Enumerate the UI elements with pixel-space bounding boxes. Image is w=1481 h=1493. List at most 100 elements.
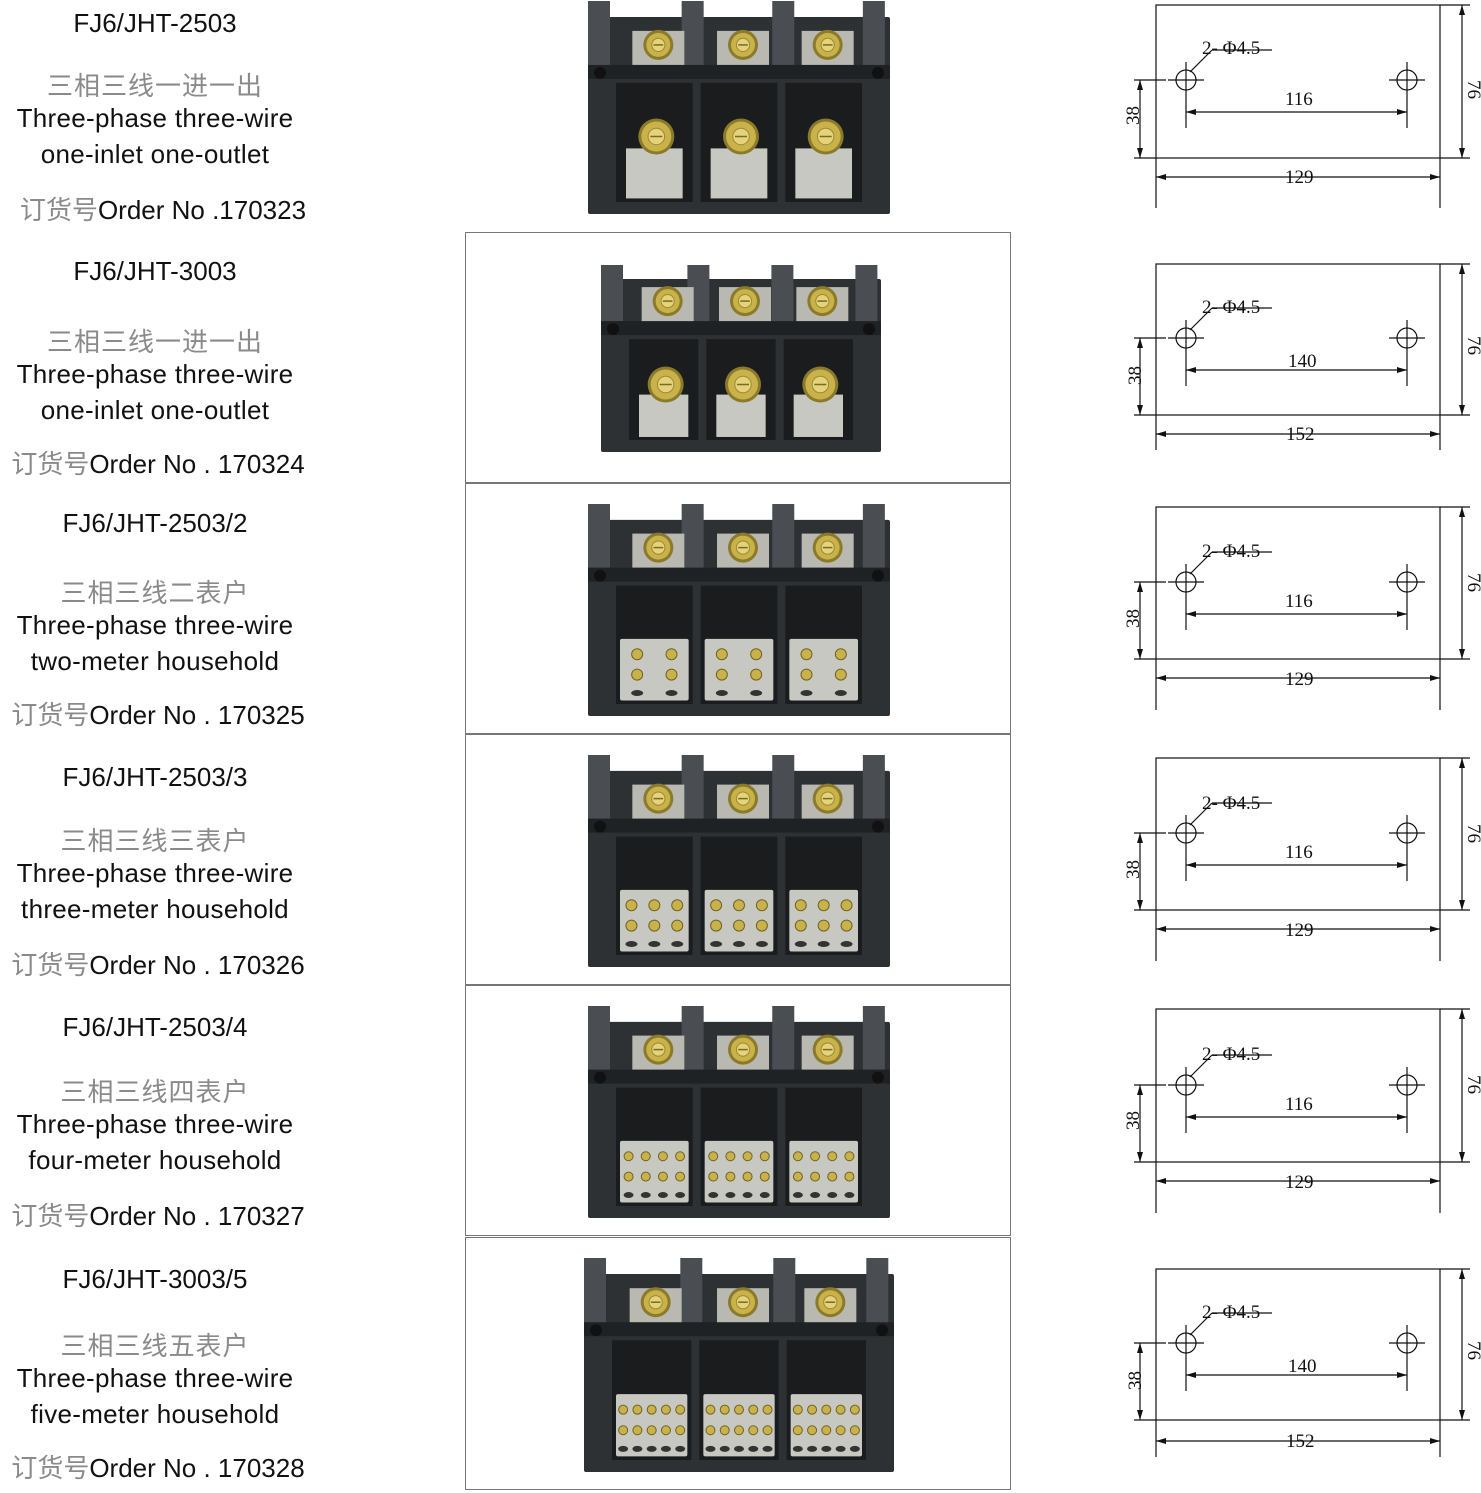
dimension-drawing: 2- Φ4.5 116 129 76 38 <box>1110 0 1481 251</box>
set-screw-icon <box>835 1404 846 1415</box>
wire-hole-icon <box>794 941 807 948</box>
arrow-icon <box>1430 431 1440 437</box>
dimension-drawing-svg: 2- Φ4.5 116 129 76 38 <box>1123 757 1481 961</box>
product-row: FJ6/JHT-3003/5 三相三线五表户 Three-phase three… <box>0 1237 1481 1490</box>
arrow-icon <box>1137 1343 1143 1353</box>
arrow-icon <box>1137 338 1143 348</box>
order-label-cn: 订货号 <box>11 700 90 730</box>
top-rail <box>588 1069 890 1084</box>
model-number: FJ6/JHT-2503/4 <box>62 1012 248 1042</box>
wire-hole-icon <box>755 941 768 948</box>
set-screw-icon <box>755 919 768 932</box>
wire-hole-icon <box>734 1445 744 1452</box>
dimension-drawing: 2- Φ4.5 116 129 76 38 <box>1110 483 1481 734</box>
product-name-en-line2: one-inlet one-outlet <box>40 139 270 169</box>
product-name-en: Three-phase three-wire <box>16 858 294 888</box>
hole-spacing-label: 140 <box>1288 1356 1317 1377</box>
set-screw-icon <box>625 919 638 932</box>
arrow-icon <box>1156 926 1166 932</box>
terminal-block-image <box>588 504 890 716</box>
mount-hole-icon <box>594 1071 606 1084</box>
terminal-block-image <box>588 1 890 214</box>
leader-line <box>1189 1054 1213 1078</box>
dimension-drawing-svg: 2- Φ4.5 140 152 76 38 <box>1125 263 1481 450</box>
set-screw-icon <box>792 1404 803 1415</box>
arrow-icon <box>1186 611 1196 617</box>
divider-post <box>681 1 704 75</box>
dimension-drawing-svg: 2- Φ4.5 140 152 76 38 <box>1125 1268 1481 1457</box>
set-screw-icon <box>750 648 763 661</box>
product-name-en-line2: one-inlet one-outlet <box>40 395 270 425</box>
arrow-icon <box>1430 1178 1440 1184</box>
arrow-icon <box>1459 148 1465 158</box>
mount-hole-icon <box>876 1324 888 1337</box>
order-label-cn: 订货号 <box>11 1201 90 1231</box>
product-info: FJ6/JHT-2503/3 三相三线三表户 Three-phase three… <box>0 734 310 985</box>
top-rail <box>601 321 881 336</box>
width-label: 129 <box>1285 669 1314 690</box>
mount-hole-icon <box>594 569 606 582</box>
set-screw-icon <box>734 1425 744 1436</box>
top-rail <box>588 818 890 833</box>
set-screw-icon <box>708 1151 719 1162</box>
terminal-block-image <box>601 265 881 452</box>
set-screw-icon <box>849 1404 860 1415</box>
order-label: Order No . 170325 <box>89 700 305 730</box>
arrow-icon <box>1156 174 1166 180</box>
order-number: 订货号Order No .170323 <box>3 190 323 227</box>
product-name-cn: 三相三线五表户 <box>60 1331 250 1361</box>
set-screw-icon <box>618 1404 629 1415</box>
arrow-icon <box>1459 507 1465 517</box>
set-screw-icon <box>631 648 644 661</box>
set-screw-icon <box>794 899 807 912</box>
product-name-en-line2: four-meter household <box>28 1145 282 1175</box>
set-screw-icon <box>660 1404 671 1415</box>
product-row: FJ6/JHT-2503 三相三线一进一出 Three-phase three-… <box>0 0 1481 251</box>
holes-label: 2- Φ4.5 <box>1202 38 1260 59</box>
offset-label: 38 <box>1123 106 1144 125</box>
mount-hole-icon <box>872 820 884 833</box>
set-screw-icon <box>631 668 644 681</box>
arrow-icon <box>1430 926 1440 932</box>
divider-post <box>772 1 795 75</box>
product-photo <box>465 734 1011 985</box>
arrow-icon <box>1459 264 1465 274</box>
arrow-icon <box>1137 80 1143 90</box>
height-label: 76 <box>1463 1075 1481 1094</box>
plate-outline <box>1155 263 1441 416</box>
product-photo <box>465 1237 1011 1490</box>
set-screw-icon <box>817 919 830 932</box>
set-screw-icon <box>840 919 853 932</box>
hole-spacing-label: 116 <box>1285 591 1313 612</box>
set-screw-icon <box>748 1404 759 1415</box>
set-screw-icon <box>762 1425 773 1436</box>
distribution-bar <box>620 638 689 701</box>
product-name-en-line2: two-meter household <box>30 646 280 676</box>
plate-outline <box>1155 1268 1441 1421</box>
order-number: 订货号Order No . 170325 <box>0 695 318 732</box>
set-screw-icon <box>800 668 813 681</box>
arrow-icon <box>1186 109 1196 115</box>
arrow-icon <box>1459 405 1465 415</box>
set-screw-icon <box>671 899 684 912</box>
order-number: 订货号Order No . 170328 <box>0 1448 318 1485</box>
set-screw-icon <box>657 1171 668 1182</box>
offset-label: 38 <box>1123 860 1144 879</box>
wire-hole-icon <box>631 690 644 697</box>
product-name-en-line2: five-meter household <box>30 1399 280 1429</box>
set-screw-icon <box>725 1171 736 1182</box>
set-screw-icon <box>817 899 830 912</box>
set-screw-icon <box>719 1404 730 1415</box>
divider-post <box>680 1258 703 1333</box>
height-label: 76 <box>1463 336 1481 355</box>
leader-line <box>1189 551 1213 575</box>
lower-busbar <box>626 148 683 199</box>
wire-hole-icon <box>665 690 678 697</box>
arrow-icon <box>1397 1114 1407 1120</box>
arrow-icon <box>1156 1178 1166 1184</box>
plate-outline <box>1155 4 1441 159</box>
order-label-cn: 订货号 <box>11 449 90 479</box>
set-screw-icon <box>632 1404 643 1415</box>
arrow-icon <box>1137 405 1143 415</box>
offset-label: 38 <box>1125 1371 1146 1390</box>
